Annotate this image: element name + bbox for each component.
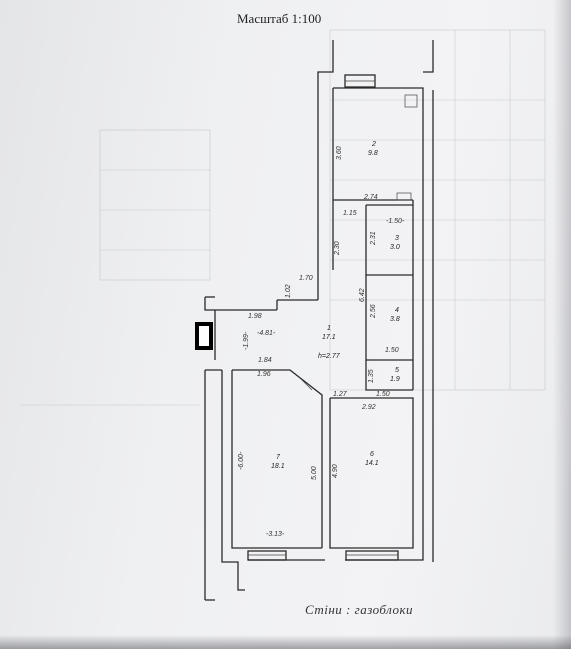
dim-label: 2.92	[361, 404, 376, 411]
room-3-area: 3.0	[390, 244, 400, 251]
ceiling-height: h=2.77	[318, 353, 341, 360]
dim-label: 1.35	[368, 369, 375, 383]
exterior-walls	[204, 40, 434, 601]
entrance-door	[199, 326, 209, 346]
dim-label: 6.42	[359, 288, 366, 302]
room-labels: 2 9.8 3 3.0 4 3.8 5 1.9 1 17.1 h=2.77 6 …	[271, 141, 400, 470]
room-4-area: 3.8	[390, 316, 400, 323]
dim-label: -6.00-	[238, 451, 245, 470]
dim-label: 2.31	[370, 231, 377, 246]
ghost-table	[20, 29, 546, 406]
dim-label: 1.96	[257, 371, 271, 378]
dim-label: 5.00	[311, 466, 318, 480]
room-6-number: 6	[370, 451, 374, 458]
paper-shadow-bottom	[0, 635, 571, 649]
room-7-area: 18.1	[271, 463, 285, 470]
room-7-number: 7	[276, 454, 281, 461]
dim-label: -1.50-	[386, 218, 405, 225]
dim-label: 1.84	[258, 357, 272, 364]
room-1-area: 17.1	[322, 334, 336, 341]
room-4-number: 4	[395, 307, 399, 314]
dim-label: 2.56	[370, 304, 377, 319]
paper-shadow-right	[553, 0, 571, 649]
dim-label: -1.99-	[243, 331, 250, 350]
dim-label: 2.30	[334, 241, 341, 256]
dim-label: 1.15	[343, 210, 357, 217]
dim-label: 1.02	[285, 284, 292, 298]
interior-walls	[231, 94, 418, 549]
dim-label: 3.60	[336, 146, 343, 160]
room-6-area: 14.1	[365, 460, 379, 467]
dim-label: 1.50	[376, 391, 390, 398]
room-2-number: 2	[371, 141, 376, 148]
scale-title: Масштаб 1:100	[237, 11, 322, 26]
walls-note: Стіни : газоблоки	[305, 602, 414, 617]
dim-label: -4.81-	[257, 330, 276, 337]
dim-label: -3.13-	[266, 531, 285, 538]
dim-label: 4.90	[332, 464, 339, 478]
dim-label: 1.50	[385, 347, 399, 354]
dimension-labels: 3.60 2.74 1.15 -1.50- 2.30 2.31 1.70 1.0…	[238, 146, 405, 538]
room-2-area: 9.8	[368, 150, 378, 157]
dim-label: 1.27	[333, 391, 348, 398]
room-5-area: 1.9	[390, 376, 400, 383]
room-5-number: 5	[395, 367, 399, 374]
dim-label: 1.98	[248, 313, 262, 320]
room-1-number: 1	[327, 325, 331, 332]
dim-label: 1.70	[299, 275, 313, 282]
room-3-number: 3	[395, 235, 399, 242]
dim-label: 2.74	[363, 194, 378, 201]
